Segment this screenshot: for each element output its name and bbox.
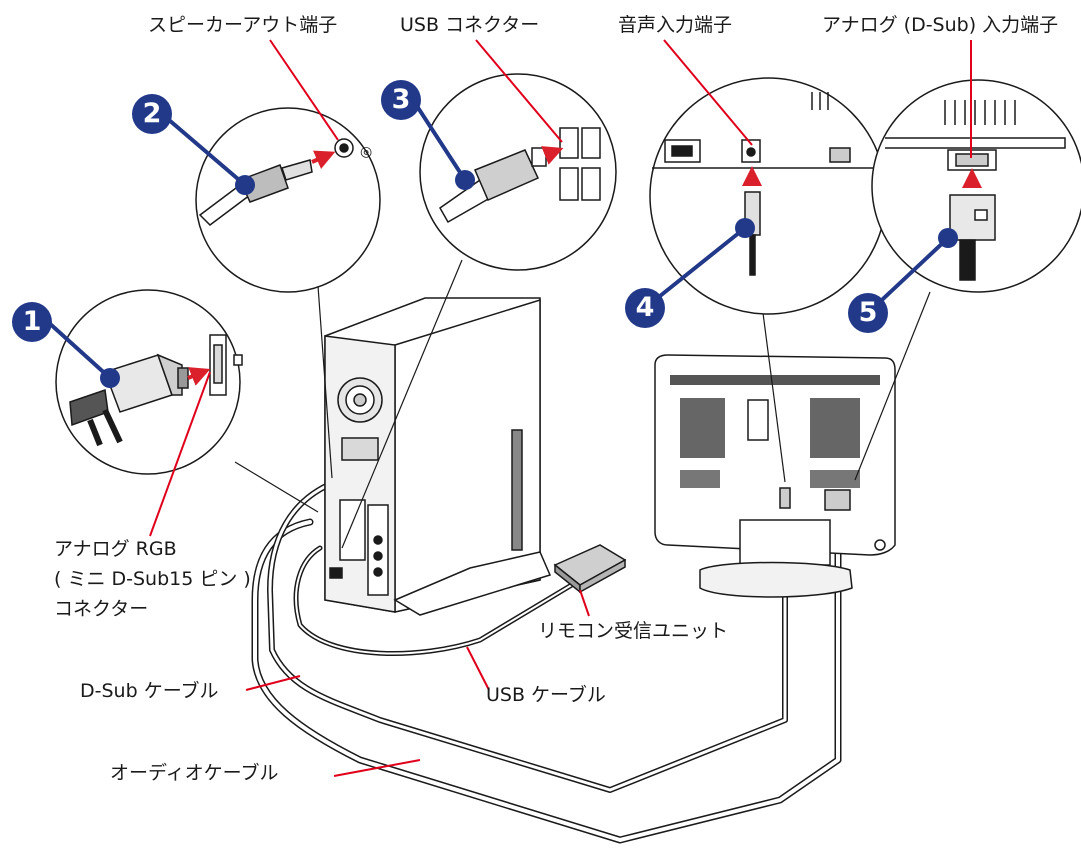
svg-text:◎: ◎ [360,144,372,160]
label-speaker-out: スピーカーアウト端子 [148,14,338,36]
label-rgb-line3: コネクター [54,598,149,620]
label-audio-in: 音声入力端子 [618,14,733,36]
label-rgb-line2: ( ミニ D-Sub15 ピン ) [54,568,251,590]
leader-lines [234,259,931,549]
label-dsub-cable: D-Sub ケーブル [80,680,219,702]
label-usb-cable: USB ケーブル [486,684,606,706]
step-pointer-dots [100,170,958,388]
step-3-badge: 3 [381,80,421,120]
detail-circle-2: ◎ [195,107,381,293]
label-remote-unit: リモコン受信ユニット [538,620,729,642]
detail-circle-4 [649,77,887,315]
label-leaders [149,39,972,777]
step-4-badge: 4 [625,288,665,328]
step-2-badge: 2 [132,94,172,134]
monitor [654,354,896,598]
label-rgb-line1: アナログ RGB [54,538,177,560]
label-analog-in: アナログ (D-Sub) 入力端子 [822,14,1059,36]
label-audio-cable: オーディオケーブル [110,762,279,784]
step-1-badge: 1 [12,302,52,342]
pc-tower [324,297,552,616]
detail-circle-5 [871,79,1081,293]
remote-receiver [553,544,627,594]
label-usb-connector: USB コネクター [400,14,540,36]
detail-circle-3 [419,73,617,271]
cables [251,479,842,844]
detail-circle-1 [55,289,243,475]
step-5-badge: 5 [848,293,888,333]
